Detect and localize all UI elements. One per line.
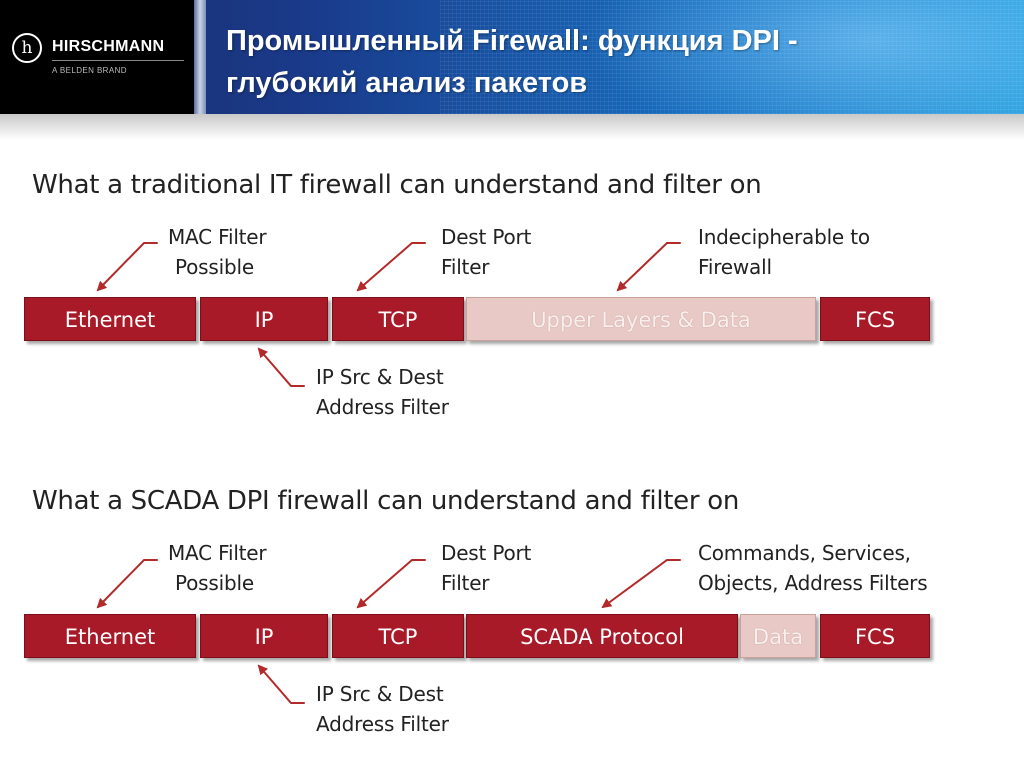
scada-ip-arrow [257,664,305,704]
scada-ip-label: IP Src & Dest Address Filter [316,682,449,736]
scada-port-arrow [356,559,426,609]
scada-protocol-arrow [601,559,681,609]
logo-divider [52,60,184,61]
scada-seg-fcs: FCS [820,614,930,658]
header-shadow [0,114,1024,140]
scada-seg-tcp: TCP [332,614,464,658]
header-separator [194,0,206,114]
traditional-mac-arrow [96,242,158,292]
traditional-ip-arrow [257,347,305,387]
scada-packet-bar: Ethernet IP TCP SCADA Protocol Data FCS [24,614,932,658]
scada-mac-label: MAC Filter Possible [168,541,267,595]
scada-seg-protocol: SCADA Protocol [466,614,738,658]
scada-mac-arrow [96,559,158,609]
logo-subtitle: A BELDEN BRAND [52,66,127,75]
traditional-seg-ethernet: Ethernet [24,297,196,341]
traditional-port-arrow [356,242,426,292]
scada-seg-ip: IP [200,614,328,658]
slide-title-line-1: Промышленный Firewall: функция DPI - [226,25,798,57]
traditional-ip-label: IP Src & Dest Address Filter [316,365,449,419]
traditional-seg-upper-layers: Upper Layers & Data [466,297,816,341]
scada-port-label: Dest Port Filter [441,541,532,595]
header-texture [440,0,1024,118]
scada-seg-ethernet: Ethernet [24,614,196,658]
hirschmann-logo-icon: h [12,33,42,63]
traditional-packet-bar: Ethernet IP TCP Upper Layers & Data FCS [24,297,932,341]
header-glow [560,0,1024,118]
traditional-seg-ip: IP [200,297,328,341]
traditional-seg-fcs: FCS [820,297,930,341]
traditional-upper-label: Indecipherable to Firewall [698,225,870,279]
scada-seg-data: Data [740,614,816,658]
slide-title: Промышленный Firewall: функция DPI - глу… [226,20,1016,104]
logo-panel: h HIRSCHMANN A BELDEN BRAND [0,0,194,114]
traditional-title: What a traditional IT firewall can under… [32,170,762,200]
traditional-upper-arrow [616,242,681,292]
scada-protocol-label: Commands, Services, Objects, Address Fil… [698,541,928,595]
logo-name: HIRSCHMANN [52,38,165,55]
slide-title-line-2: глубокий анализ пакетов [226,67,588,99]
scada-title: What a SCADA DPI firewall can understand… [32,486,740,516]
traditional-port-label: Dest Port Filter [441,225,532,279]
traditional-mac-label: MAC Filter Possible [168,225,267,279]
traditional-seg-tcp: TCP [332,297,464,341]
slide-header: h HIRSCHMANN A BELDEN BRAND Промышленный… [0,0,1024,118]
